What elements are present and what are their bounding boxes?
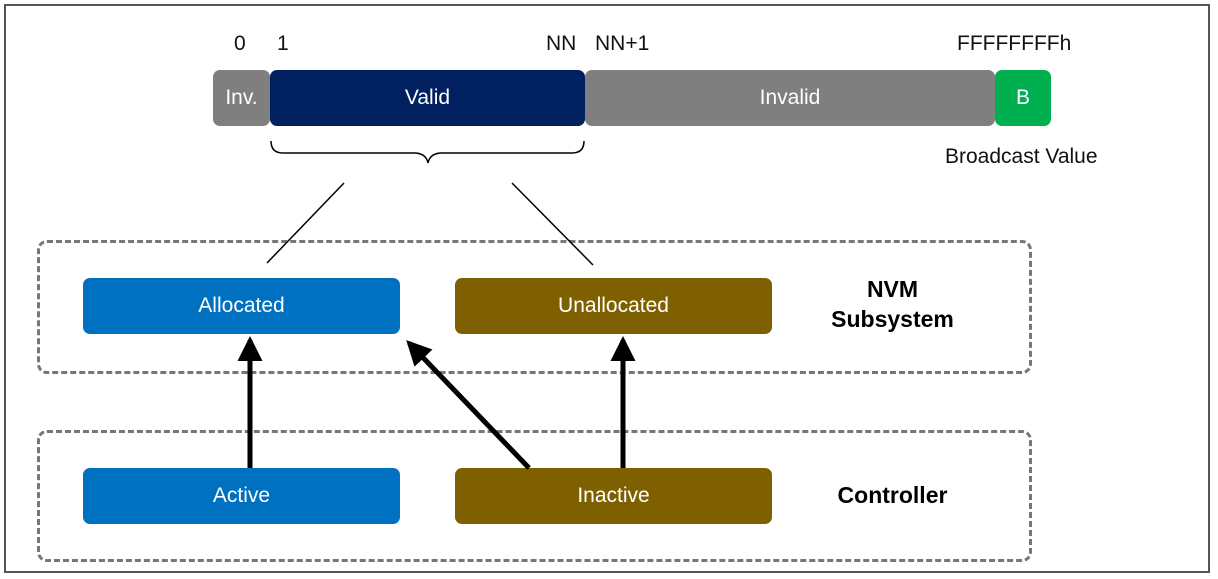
tick-1: 1	[277, 32, 289, 55]
broadcast-caption: Broadcast Value	[945, 145, 1098, 168]
nvm-subsystem-label-line2: Subsystem	[831, 305, 954, 332]
inactive-box: Inactive	[455, 468, 772, 524]
inactive-to-allocated-arrow	[406, 340, 531, 470]
segment-broadcast: B	[995, 70, 1051, 126]
nvm-subsystem-group	[37, 240, 1032, 374]
segment-valid: Valid	[270, 70, 585, 126]
segment-invalid: Invalid	[585, 70, 995, 126]
segment-inv: Inv.	[213, 70, 270, 126]
active-box: Active	[83, 468, 400, 524]
allocated-box: Allocated	[83, 278, 400, 334]
brace-to-unallocated-line	[511, 182, 594, 266]
diagram-frame	[4, 4, 1210, 573]
nvm-subsystem-label-line1: NVM	[866, 276, 919, 302]
unallocated-box: Unallocated	[455, 278, 772, 334]
tick-max: FFFFFFFFh	[957, 32, 1072, 55]
tick-nn: NN	[546, 32, 577, 55]
controller-group	[37, 430, 1032, 562]
valid-range-brace	[270, 140, 585, 164]
controller-label: Controller	[837, 482, 948, 508]
tick-nn-plus-1: NN+1	[595, 32, 650, 55]
nvm-subsystem-label: NVM Subsystem	[800, 275, 985, 335]
brace-to-allocated-line	[266, 182, 345, 264]
tick-0: 0	[234, 32, 246, 55]
